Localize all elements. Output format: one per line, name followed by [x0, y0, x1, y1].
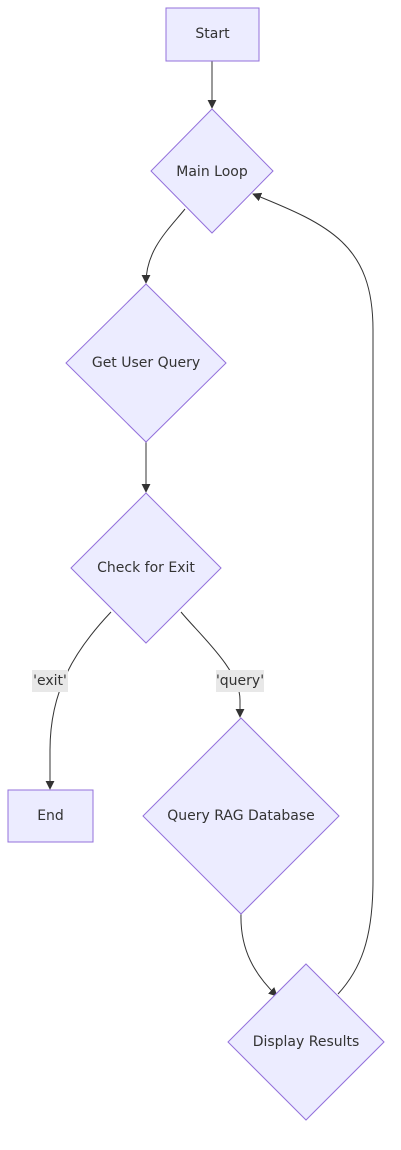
node-start-label: Start: [195, 26, 230, 42]
node-get-user-query: Get User Query: [65, 283, 227, 443]
edge-label-query-text: 'query': [216, 673, 264, 689]
node-end: End: [7, 789, 94, 843]
node-check-for-exit-label: Check for Exit: [97, 560, 195, 576]
node-query-rag-database-label: Query RAG Database: [167, 808, 315, 824]
edge-main-loop-to-get-user-query: [141, 208, 186, 284]
node-query-rag-database: Query RAG Database: [142, 717, 340, 915]
node-start: Start: [165, 7, 260, 62]
node-check-for-exit: Check for Exit: [70, 492, 222, 644]
node-get-user-query-label: Get User Query: [92, 355, 200, 371]
edge-display-results-to-main-loop: [252, 192, 374, 995]
node-display-results-label: Display Results: [253, 1034, 360, 1050]
edge-query-rag-database-to-display-results: [240, 913, 278, 997]
edge-label-query: 'query': [216, 670, 264, 692]
edge-check-for-exit-to-query-rag-database: [180, 611, 245, 718]
edge-check-for-exit-to-end: [45, 611, 112, 790]
node-main-loop: Main Loop: [150, 108, 274, 234]
node-display-results: Display Results: [227, 963, 385, 1121]
node-end-label: End: [37, 808, 64, 824]
edges: [45, 61, 374, 997]
edge-label-exit: 'exit': [32, 670, 68, 692]
edge-label-exit-text: 'exit': [33, 673, 67, 689]
node-main-loop-label: Main Loop: [176, 164, 248, 180]
